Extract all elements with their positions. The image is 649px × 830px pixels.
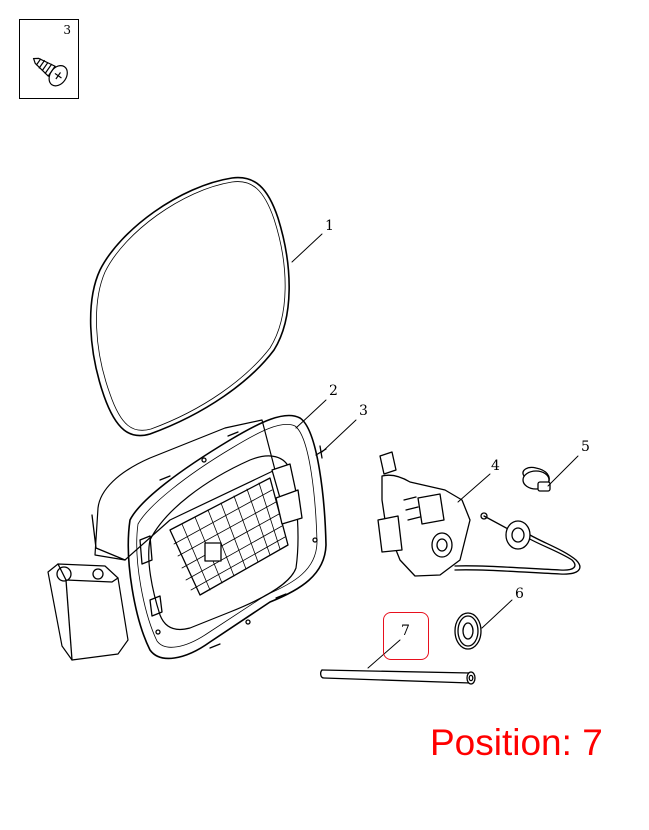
callout-3: 3 xyxy=(359,403,368,419)
actuator-part-4 xyxy=(377,451,471,577)
highlight-box-part-7[interactable] xyxy=(383,612,429,660)
screw-icon xyxy=(32,57,68,87)
clip-part-5 xyxy=(522,466,551,492)
inset-part-number: 3 xyxy=(63,23,71,37)
callout-leader-lines xyxy=(291,233,579,669)
fuel-door-housing-part-2 xyxy=(47,414,327,661)
housing-mesh-grid xyxy=(169,477,289,596)
position-label: Position: 7 xyxy=(430,722,603,763)
callout-1: 1 xyxy=(325,218,334,234)
callout-2: 2 xyxy=(329,383,338,399)
callout-7: 7 xyxy=(401,623,410,639)
callout-5: 5 xyxy=(581,439,590,455)
callout-6: 6 xyxy=(515,586,524,602)
callout-4: 4 xyxy=(491,458,500,474)
rod-part-7 xyxy=(320,669,476,685)
screw-inset-box: 3 xyxy=(19,19,79,99)
fuel-door-part-1 xyxy=(89,176,290,437)
release-cable xyxy=(454,512,581,575)
grommet-part-6 xyxy=(454,612,482,650)
